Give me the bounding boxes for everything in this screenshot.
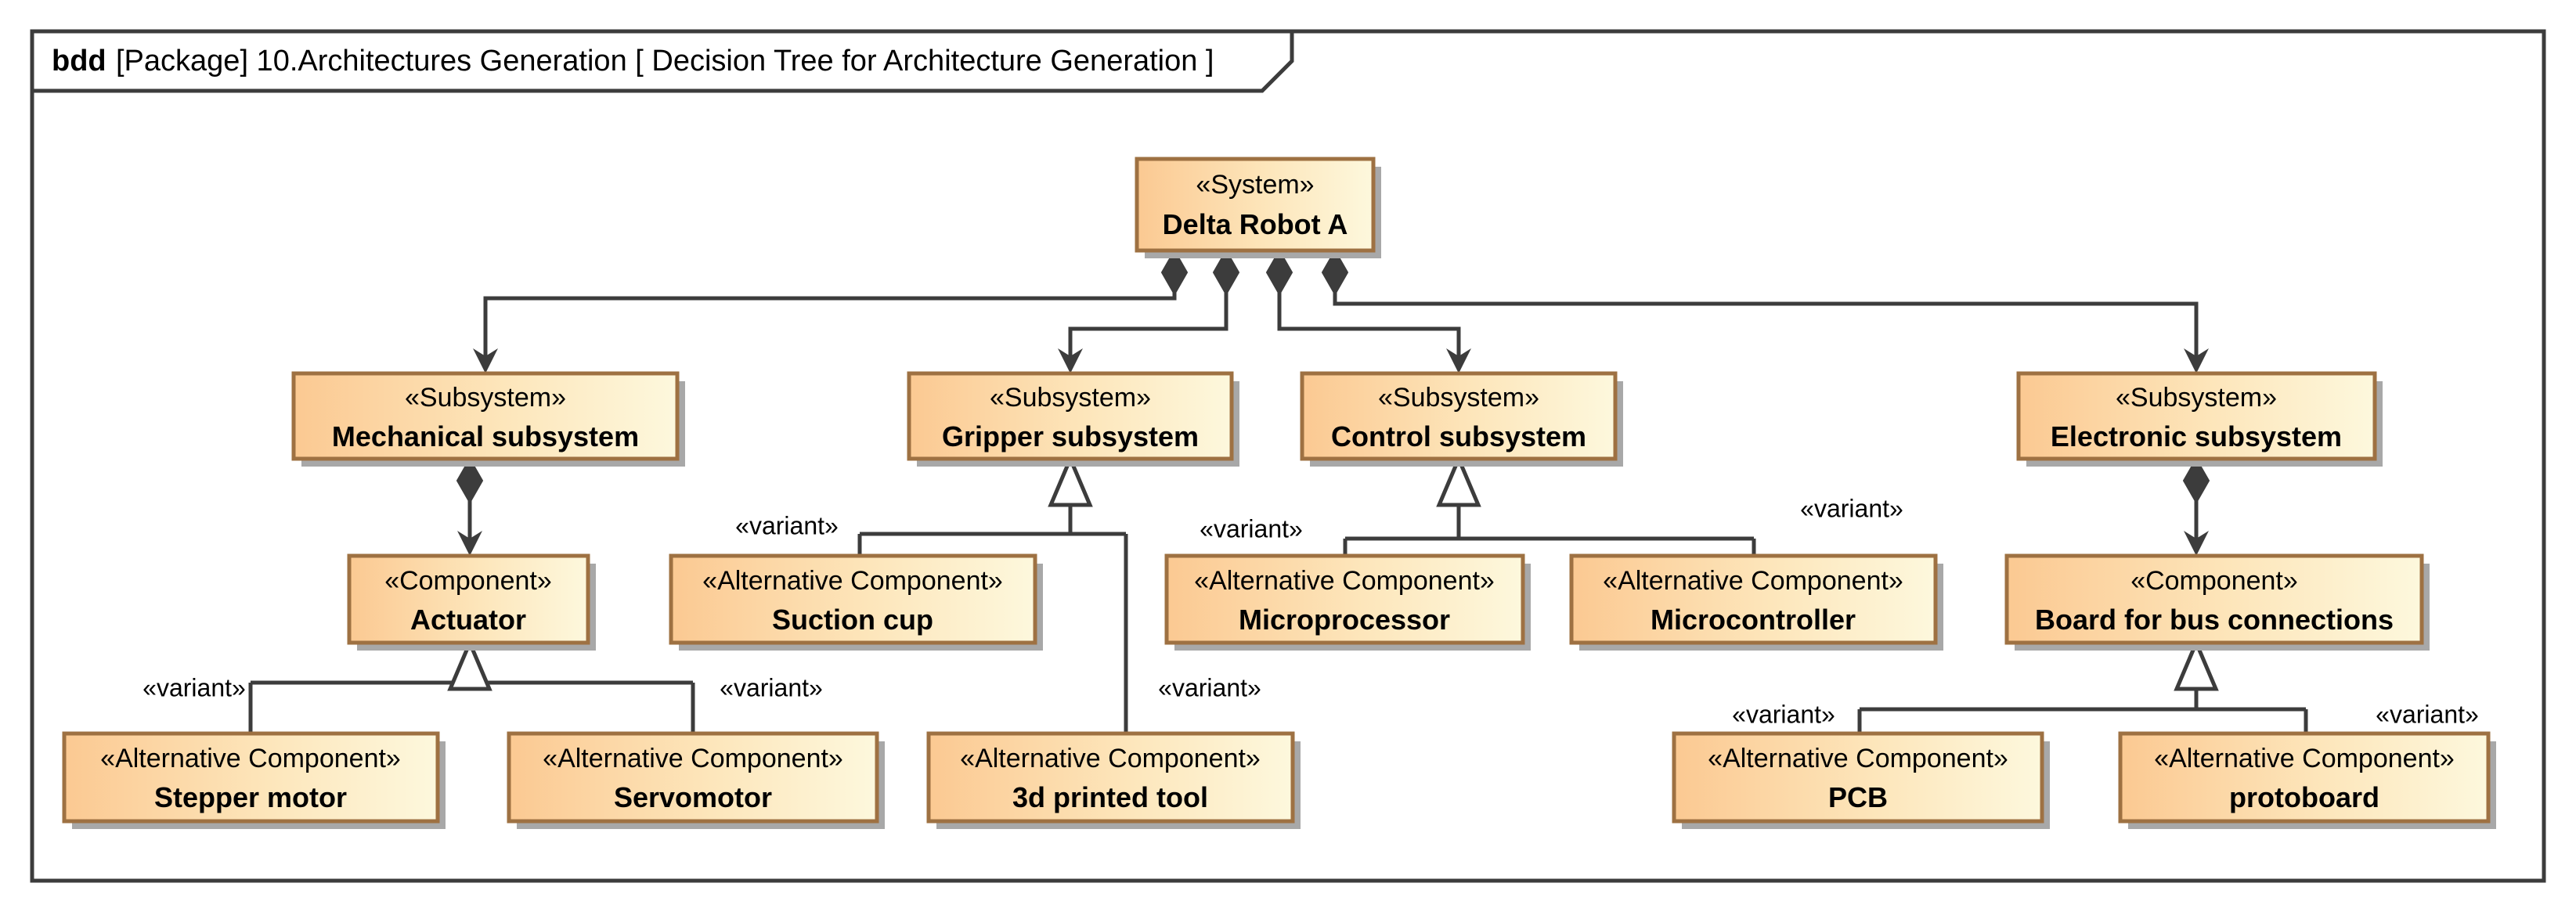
frame-kind-label: bdd (52, 45, 106, 78)
edge-electronic-to-board[interactable] (2182, 456, 2210, 556)
block-body (2016, 371, 2377, 461)
edge-delta-to-control[interactable] (1265, 248, 1471, 373)
variant-label-stepper-motor: «variant» (143, 673, 246, 701)
block-name: Servomotor (614, 781, 772, 813)
block-board-for-bus-connections[interactable]: «Component» Board for bus connections (2004, 553, 2430, 651)
variant-label-microcontroller: «variant» (1800, 494, 1903, 522)
block-body (669, 553, 1037, 645)
variant-label-pcb: «variant» (1732, 700, 1835, 728)
block-stereotype: «Alternative Component» (1194, 566, 1495, 596)
edge-board-variants[interactable] (1857, 637, 2308, 734)
block-body (62, 731, 440, 824)
generalization-edges (248, 453, 2308, 734)
edge-control-variants[interactable] (1343, 453, 1756, 556)
block-body (347, 553, 590, 645)
edge-gripper-variants[interactable] (857, 453, 1128, 734)
variant-labels: «variant» «variant» «variant» «variant» … (143, 494, 2479, 728)
block-name: Delta Robot A (1163, 208, 1348, 240)
block-stereotype: «Alternative Component» (702, 566, 1003, 596)
block-body (1135, 157, 1376, 253)
block-name: Gripper subsystem (942, 420, 1199, 452)
edge-delta-to-gripper[interactable] (1058, 248, 1240, 373)
block-name: Board for bus connections (2035, 604, 2394, 636)
block-stereotype: «Alternative Component» (960, 744, 1261, 773)
block-name: Microprocessor (1239, 604, 1450, 636)
block-pcb[interactable]: «Alternative Component» PCB (1672, 731, 2050, 829)
block-protoboard[interactable]: «Alternative Component» protoboard (2118, 731, 2496, 829)
block-name: Microcontroller (1651, 604, 1856, 636)
block-delta-robot-a[interactable]: «System» Delta Robot A (1135, 157, 1381, 258)
block-stereotype: «Subsystem» (1378, 383, 1539, 413)
block-stereotype: «Alternative Component» (1603, 566, 1903, 596)
frame-name-tab (30, 29, 1294, 93)
block-name: Suction cup (772, 604, 933, 636)
block-stereotype: «Subsystem» (2116, 383, 2277, 413)
block-microprocessor[interactable]: «Alternative Component» Microprocessor (1164, 553, 1531, 651)
block-body (507, 731, 879, 824)
variant-label-protoboard: «variant» (2376, 700, 2479, 728)
composition-edges (456, 248, 2210, 556)
block-stereotype: «Alternative Component» (2154, 744, 2455, 773)
variant-label-microprocessor: «variant» (1200, 514, 1303, 543)
block-stereotype: «Alternative Component» (543, 744, 843, 773)
block-body (926, 731, 1295, 824)
frame-scope-label: [Package] 10.Architectures Generation [ … (116, 45, 1214, 78)
block-stereotype: «Alternative Component» (100, 744, 401, 773)
block-name: Mechanical subsystem (332, 420, 639, 452)
variant-label-3d-printed-tool: «variant» (1158, 673, 1261, 701)
diagram-frame: bdd [Package] 10.Architectures Generatio… (30, 29, 2546, 883)
block-body (291, 371, 680, 461)
block-body (1672, 731, 2044, 824)
block-name: protoboard (2229, 781, 2379, 813)
block-body (2004, 553, 2424, 645)
block-stereotype: «Subsystem» (405, 383, 566, 413)
edge-actuator-variants[interactable] (248, 637, 695, 734)
block-stereotype: «System» (1196, 170, 1314, 200)
edge-mechanical-to-actuator[interactable] (456, 456, 484, 556)
edge-delta-to-electronic[interactable] (1321, 248, 2209, 373)
block-name: Actuator (410, 604, 526, 636)
block-stereotype: «Component» (384, 566, 552, 596)
variant-label-suction-cup: «variant» (735, 511, 839, 539)
block-body (2118, 731, 2491, 824)
block-name: 3d printed tool (1012, 781, 1208, 813)
block-stereotype: «Alternative Component» (1708, 744, 2008, 773)
block-stereotype: «Subsystem» (990, 383, 1151, 413)
block-mechanical-subsystem[interactable]: «Subsystem» Mechanical subsystem (291, 371, 685, 467)
block-actuator[interactable]: «Component» Actuator (347, 553, 596, 651)
block-stepper-motor[interactable]: «Alternative Component» Stepper motor (62, 731, 446, 829)
block-name: Electronic subsystem (2051, 420, 2342, 452)
block-stereotype: «Component» (2130, 566, 2298, 596)
block-body (1164, 553, 1525, 645)
edge-delta-to-mechanical[interactable] (473, 248, 1189, 373)
block-name: Control subsystem (1331, 420, 1586, 452)
block-control-subsystem[interactable]: «Subsystem» Control subsystem (1300, 371, 1623, 467)
block-3d-printed-tool[interactable]: «Alternative Component» 3d printed tool (926, 731, 1301, 829)
block-suction-cup[interactable]: «Alternative Component» Suction cup (669, 553, 1043, 651)
block-body (907, 371, 1234, 461)
block-microcontroller[interactable]: «Alternative Component» Microcontroller (1569, 553, 1943, 651)
block-servomotor[interactable]: «Alternative Component» Servomotor (507, 731, 885, 829)
variant-label-servomotor: «variant» (720, 673, 823, 701)
block-name: PCB (1828, 781, 1888, 813)
block-body (1569, 553, 1938, 645)
block-name: Stepper motor (154, 781, 347, 813)
block-electronic-subsystem[interactable]: «Subsystem» Electronic subsystem (2016, 371, 2383, 467)
block-gripper-subsystem[interactable]: «Subsystem» Gripper subsystem (907, 371, 1239, 467)
block-body (1300, 371, 1618, 461)
